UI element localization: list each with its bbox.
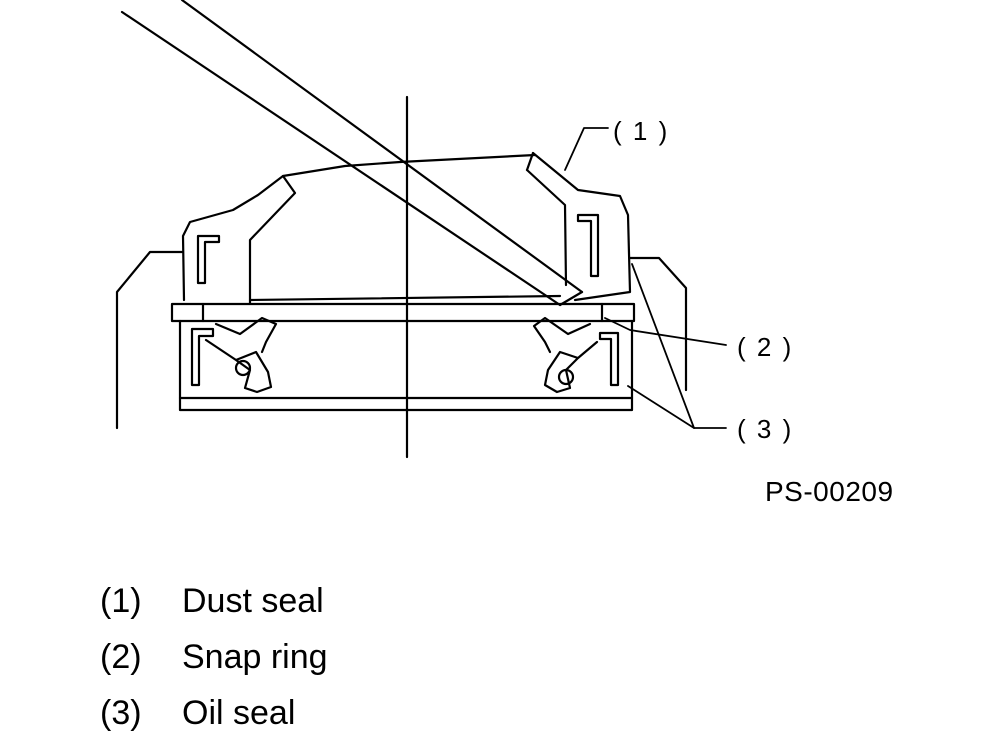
- housing-left: [115, 250, 184, 430]
- callout-label-1: ( 1 ): [613, 116, 670, 146]
- legend-text: Oil seal: [182, 694, 296, 732]
- figure-code: PS-00209: [765, 476, 894, 507]
- screwdriver-tool: [120, 0, 584, 307]
- legend-number: (1): [100, 582, 142, 620]
- callout-label-3: ( 3 ): [737, 414, 794, 444]
- housing-right: [628, 256, 688, 392]
- oil-seal: [178, 316, 634, 412]
- callout-label-2: ( 2 ): [737, 332, 794, 362]
- legend-number: (3): [100, 694, 142, 732]
- legend-number: (2): [100, 638, 142, 676]
- legend-text: Snap ring: [182, 638, 328, 676]
- dust-seal: [181, 151, 632, 305]
- legend-text: Dust seal: [182, 582, 324, 620]
- leader-lines: [564, 127, 727, 429]
- snap-ring: [170, 294, 636, 323]
